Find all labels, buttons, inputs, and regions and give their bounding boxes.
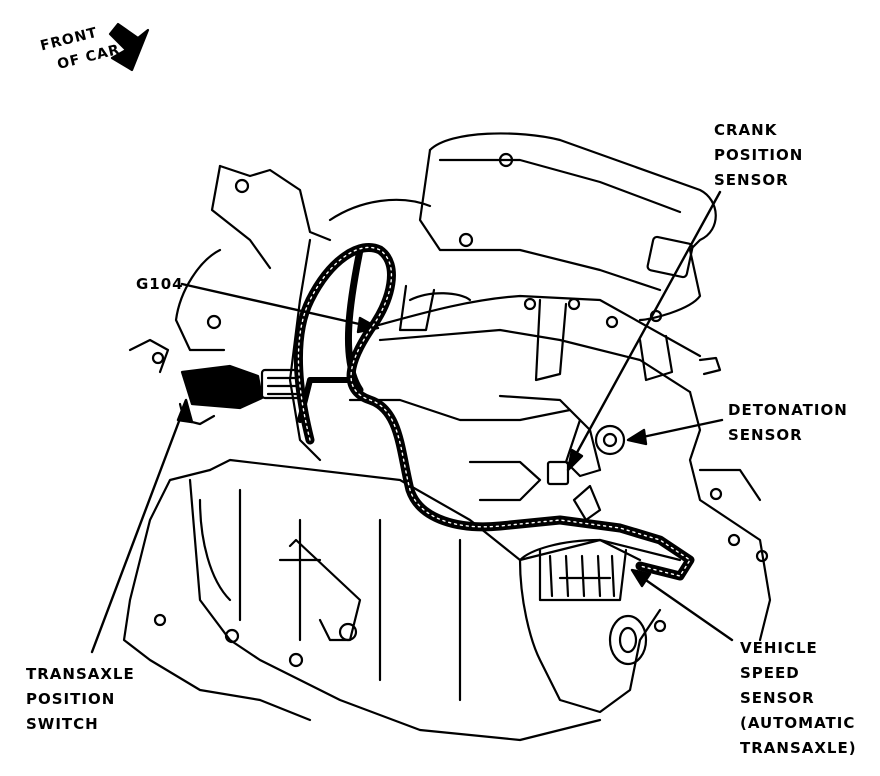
detonation-sensor-label: DETONATION SENSOR [728, 398, 848, 448]
g104-text: G104 [136, 275, 184, 293]
vss-label-line4: (AUTOMATIC [740, 714, 856, 732]
vss-label-line1: VEHICLE [740, 639, 818, 657]
switch-leader [90, 406, 186, 654]
detonation-arrowhead-icon [626, 428, 648, 446]
switch-label-line2: POSITION [26, 690, 116, 708]
crank-label-line2: POSITION [714, 146, 804, 164]
leader-lines [90, 190, 734, 654]
vss-label-line3: SENSOR [740, 689, 815, 707]
vehicle-speed-sensor-label: VEHICLE SPEED SENSOR (AUTOMATIC TRANSAXL… [740, 636, 857, 761]
crank-position-sensor-label: CRANK POSITION SENSOR [714, 118, 803, 193]
switch-label-line1: TRANSAXLE [26, 665, 135, 683]
switch-label-line3: SWITCH [26, 715, 99, 733]
vss-leader [638, 574, 734, 642]
vss-arrowhead-icon [630, 568, 652, 588]
vss-label-line5: TRANSAXLE) [740, 739, 857, 757]
wiring-harness-ribs [297, 246, 691, 577]
crank-label-line1: CRANK [714, 121, 778, 139]
transaxle-position-switch-label: TRANSAXLE POSITION SWITCH [26, 662, 135, 737]
detonation-leader [636, 418, 724, 440]
detonation-label-line1: DETONATION [728, 401, 848, 419]
vss-label-line2: SPEED [740, 664, 800, 682]
g104-label: G104 [136, 272, 184, 297]
detonation-label-line2: SENSOR [728, 426, 803, 444]
wiring-harness [294, 242, 695, 581]
crank-label-line3: SENSOR [714, 171, 789, 189]
front-of-car-arrow-icon [108, 22, 150, 72]
g104-leader [180, 282, 370, 328]
crank-leader [572, 190, 722, 460]
engine-block [122, 132, 772, 742]
crank-arrowhead-icon [566, 448, 584, 472]
